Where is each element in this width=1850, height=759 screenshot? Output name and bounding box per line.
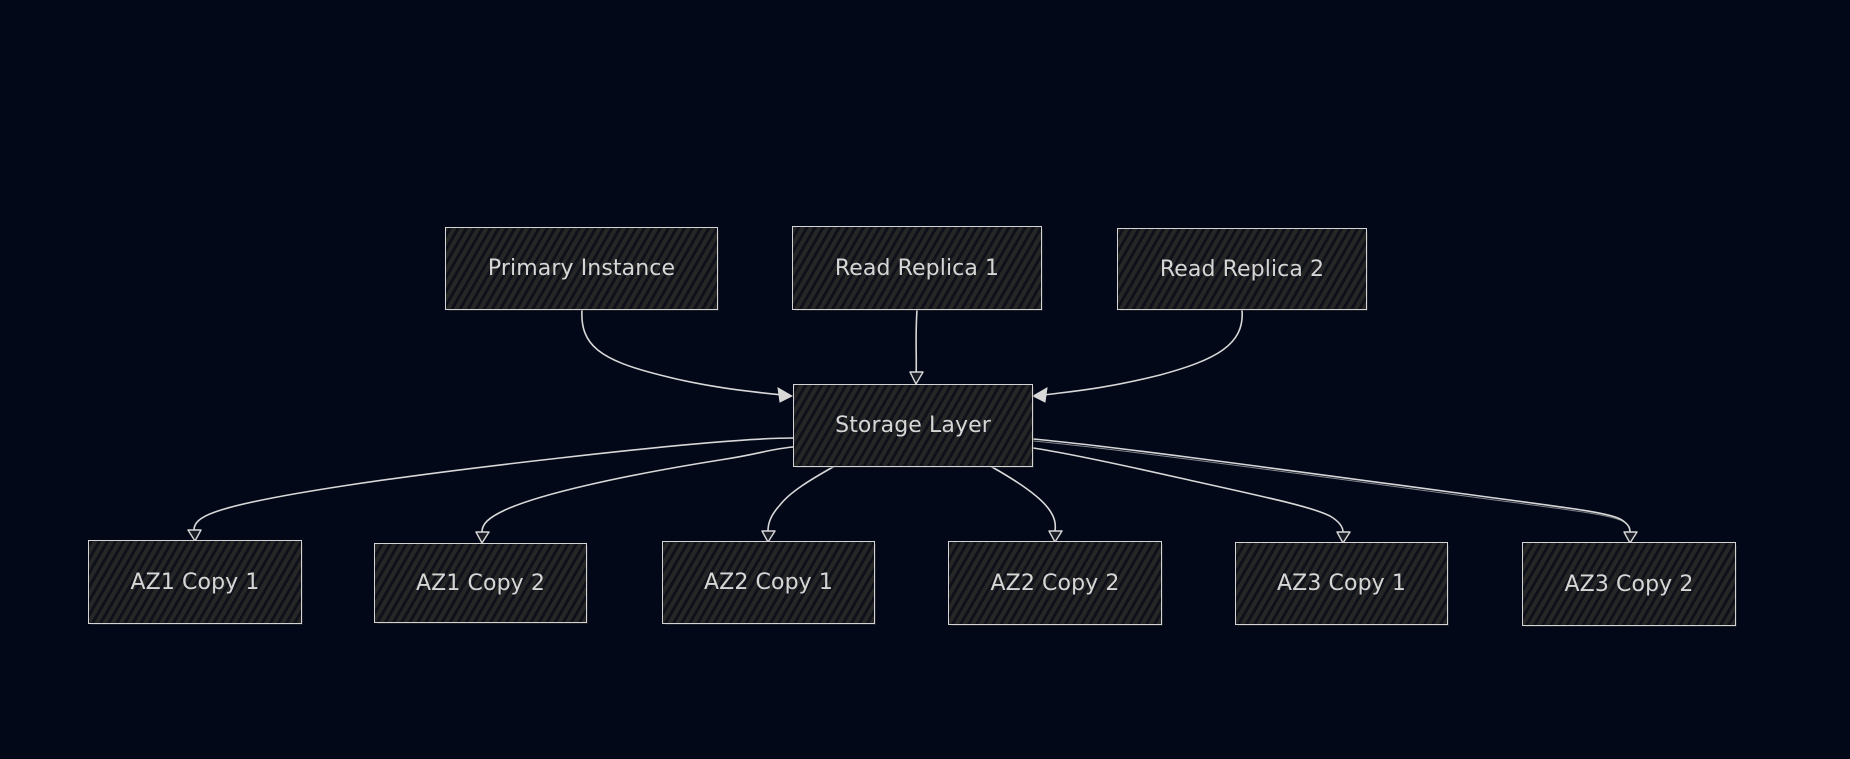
node-read-replica-2[interactable]: Read Replica 2 (1117, 228, 1367, 310)
edge-storage-to-az1-copy-2 (475, 446, 794, 544)
node-az1-copy-1[interactable]: AZ1 Copy 1 (88, 540, 302, 624)
arrowhead-hatched-icon (1336, 531, 1351, 544)
node-az3-copy-2[interactable]: AZ3 Copy 2 (1522, 542, 1736, 626)
edge-storage-to-az2-copy-2 (991, 466, 1063, 543)
edge-replica2-to-storage (1031, 309, 1243, 403)
node-storage-layer[interactable]: Storage Layer (793, 384, 1033, 467)
edge-storage-to-az3-copy-1 (1032, 447, 1351, 544)
node-label: Primary Instance (487, 256, 676, 281)
node-label: Storage Layer (835, 413, 991, 438)
node-label: AZ1 Copy 1 (130, 569, 260, 595)
edge-line (481, 446, 794, 533)
edge-storage-to-az1-copy-1 (187, 437, 794, 542)
edge-line-sketch-double (1032, 440, 1625, 523)
node-label: Read Replica 1 (834, 255, 1000, 281)
node-az1-copy-2[interactable]: AZ1 Copy 2 (374, 543, 587, 623)
arrowhead-hatched-icon (187, 529, 202, 542)
edge-primary-to-storage (581, 309, 794, 403)
edge-line (1032, 438, 1631, 533)
arrowhead-filled-icon (777, 387, 794, 403)
edge-storage-to-az3-copy-2 (1032, 438, 1638, 544)
node-label: Read Replica 2 (1159, 256, 1325, 282)
node-read-replica-1[interactable]: Read Replica 1 (792, 226, 1042, 310)
node-label: AZ3 Copy 1 (1277, 571, 1406, 596)
node-label: AZ2 Copy 1 (704, 570, 833, 595)
node-az3-copy-1[interactable]: AZ3 Copy 1 (1235, 542, 1448, 625)
arrowhead-hatched-icon (1048, 530, 1063, 543)
edge-line (581, 309, 783, 396)
edge-replica1-to-storage (909, 309, 924, 385)
node-az2-copy-2[interactable]: AZ2 Copy 2 (948, 541, 1162, 625)
arrowhead-hatched-icon (1623, 531, 1638, 544)
node-label: AZ3 Copy 2 (1564, 571, 1694, 597)
edge-line (767, 466, 834, 532)
node-az2-copy-1[interactable]: AZ2 Copy 1 (662, 541, 875, 624)
edge-line (991, 466, 1057, 532)
edge-storage-to-az2-copy-1 (761, 466, 834, 543)
edge-line (915, 309, 918, 377)
edge-line (193, 437, 794, 531)
arrowhead-hatched-icon (475, 531, 490, 544)
arrowhead-filled-icon (1031, 387, 1048, 403)
edge-line (1043, 309, 1243, 396)
arrowhead-hatched-icon (909, 371, 924, 385)
edge-line (1032, 447, 1344, 533)
arrowhead-hatched-icon (761, 530, 776, 543)
node-label: AZ2 Copy 2 (990, 570, 1120, 596)
node-label: AZ1 Copy 2 (416, 570, 545, 596)
node-primary-instance[interactable]: Primary Instance (445, 227, 718, 310)
